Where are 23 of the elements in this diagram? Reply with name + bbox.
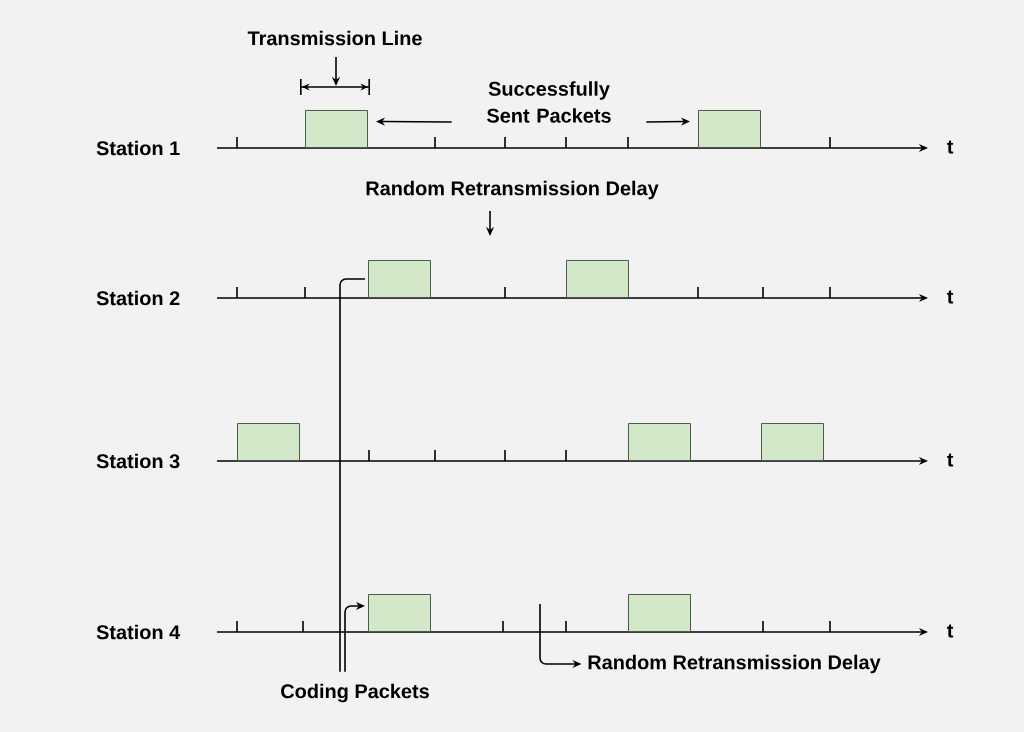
station-label: Station 2	[96, 290, 180, 306]
axis-label: t	[947, 290, 954, 304]
packet-box	[368, 260, 431, 298]
packet-box	[237, 423, 300, 461]
packet-box	[698, 110, 761, 148]
connector-line	[339, 278, 366, 673]
packet-box	[628, 423, 691, 461]
axis-label: t	[947, 624, 954, 638]
packet-box	[761, 423, 824, 461]
axis-label: t	[947, 453, 954, 467]
station-label: Station 3	[96, 453, 180, 469]
packet-box	[368, 594, 431, 632]
annotation-text: Random Retransmission Delay	[366, 180, 659, 200]
annotation-text: Coding Packets	[281, 683, 429, 703]
packet-box	[628, 594, 691, 632]
annotation-text: Transmission Line	[247, 30, 422, 46]
annotation-text: Successfully Sent Packets	[487, 81, 611, 123]
packet-box	[566, 260, 629, 298]
annotation-text: Random Retransmission Delay	[588, 654, 881, 674]
station-label: Station 4	[96, 624, 181, 640]
axis-label: t	[947, 140, 954, 154]
packet-box	[305, 110, 368, 148]
station-label: Station 1	[96, 140, 180, 156]
